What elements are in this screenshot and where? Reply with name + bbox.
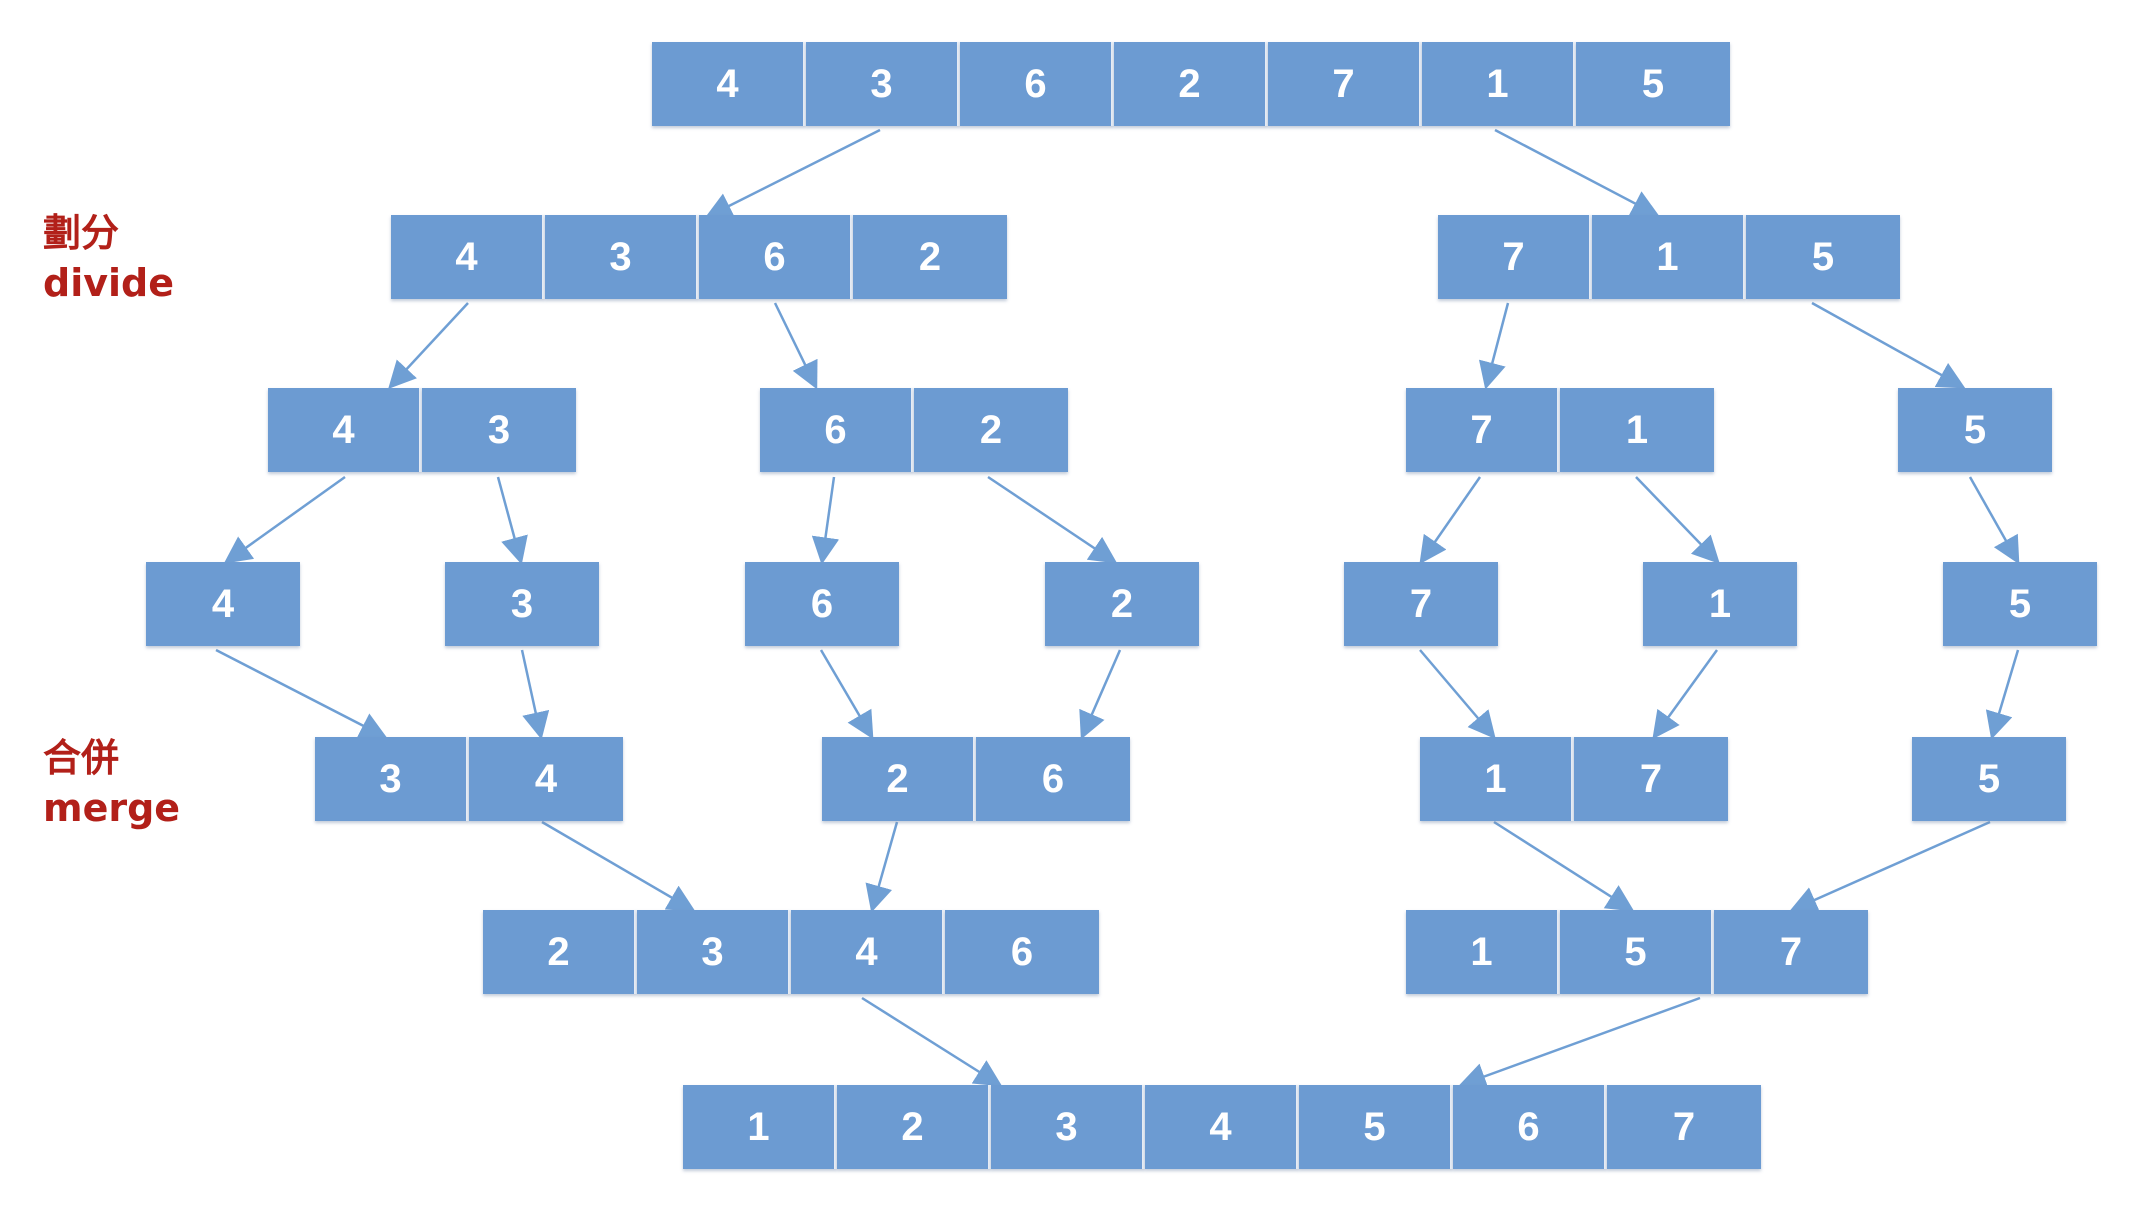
array-cell: 4 <box>146 562 300 646</box>
arrow <box>223 475 346 564</box>
array-cell: 3 <box>422 388 576 472</box>
arrow <box>1478 302 1510 390</box>
divide-label-cn: 劃分 <box>43 211 120 255</box>
array-cell: 5 <box>1912 737 2066 821</box>
array-cell: 2 <box>914 388 1068 472</box>
array-cell: 1 <box>1592 215 1746 299</box>
arrow <box>388 302 469 390</box>
array-cell: 7 <box>1714 910 1868 994</box>
arrow <box>520 649 550 740</box>
arrow <box>496 476 528 565</box>
array-cell: 1 <box>1643 562 1797 646</box>
arrow <box>1419 649 1496 740</box>
array-cell: 2 <box>1045 562 1199 646</box>
array-cell: 7 <box>1406 388 1560 472</box>
array-cell: 5 <box>1746 215 1900 299</box>
array-cell: 4 <box>469 737 623 821</box>
array-cell: 3 <box>445 562 599 646</box>
merge-label-en: merge <box>43 786 181 830</box>
arrow <box>861 996 1003 1087</box>
array-cell: 2 <box>1114 42 1268 126</box>
array-cell: 6 <box>1453 1085 1607 1169</box>
arrow <box>1968 476 2020 565</box>
arrow <box>1635 476 1720 564</box>
array-cell: 3 <box>315 737 469 821</box>
divide-label-en: divide <box>43 261 174 305</box>
arrow <box>1419 476 1482 565</box>
arrow <box>1652 649 1719 740</box>
array-cell: 4 <box>791 910 945 994</box>
array-cell: 6 <box>760 388 914 472</box>
array-cell: 1 <box>1560 388 1714 472</box>
array-cell: 6 <box>960 42 1114 126</box>
array-cell: 7 <box>1438 215 1592 299</box>
array-cell: 4 <box>391 215 545 299</box>
array-cell: 5 <box>1576 42 1730 126</box>
array-cell: 1 <box>683 1085 837 1169</box>
array-cell: 3 <box>545 215 699 299</box>
array-cell: 7 <box>1607 1085 1761 1169</box>
arrow <box>1079 649 1122 740</box>
array-cell: 2 <box>483 910 637 994</box>
array-cell: 3 <box>991 1085 1145 1169</box>
array-cell: 5 <box>1943 562 2097 646</box>
array-cell: 1 <box>1422 42 1576 126</box>
array-cell: 2 <box>822 737 976 821</box>
array-cell: 4 <box>652 42 806 126</box>
array-cell: 7 <box>1574 737 1728 821</box>
array-cell: 1 <box>1420 737 1574 821</box>
array-cell: 2 <box>853 215 1007 299</box>
array-cell: 5 <box>1898 388 2052 472</box>
arrow <box>215 648 388 739</box>
arrow <box>1458 996 1701 1090</box>
array-cell: 4 <box>268 388 422 472</box>
array-cell: 3 <box>806 42 960 126</box>
arrow <box>819 649 874 740</box>
arrow <box>1493 820 1635 912</box>
array-cell: 7 <box>1268 42 1422 126</box>
array-cell: 1 <box>1406 910 1560 994</box>
arrow <box>773 302 818 390</box>
array-cell: 6 <box>976 737 1130 821</box>
array-cell: 3 <box>637 910 791 994</box>
arrow <box>811 476 840 565</box>
arrow <box>987 475 1118 564</box>
arrow <box>1494 128 1660 217</box>
array-cell: 6 <box>699 215 853 299</box>
arrow <box>541 820 696 912</box>
array-cell: 7 <box>1344 562 1498 646</box>
array-cell: 6 <box>745 562 899 646</box>
array-cell: 2 <box>837 1085 991 1169</box>
arrow <box>1985 649 2020 740</box>
arrow <box>1811 301 1966 389</box>
array-cell: 5 <box>1299 1085 1453 1169</box>
array-cell: 6 <box>945 910 1099 994</box>
array-cell: 5 <box>1560 910 1714 994</box>
arrow <box>865 821 899 913</box>
arrow <box>1789 820 1991 913</box>
array-cell: 4 <box>1145 1085 1299 1169</box>
merge-label-cn: 合併 <box>43 736 120 780</box>
arrow <box>704 128 881 219</box>
